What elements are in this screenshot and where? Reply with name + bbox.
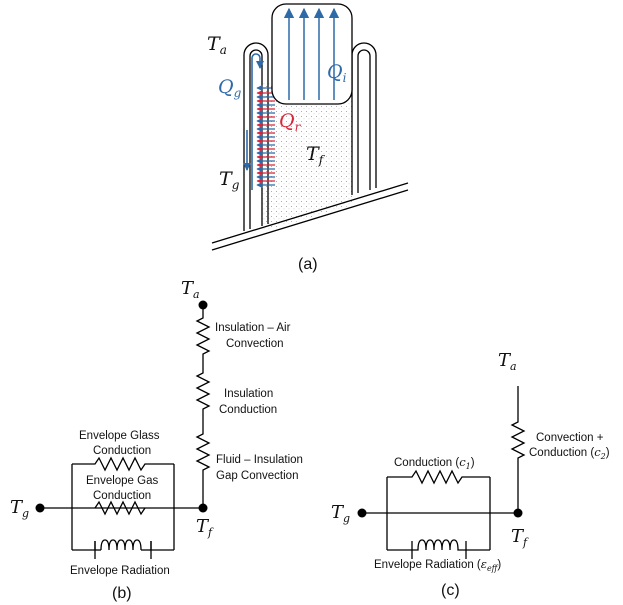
ground-line [211,182,409,244]
vertical-wire-b [195,305,211,508]
figure-b: Ta Tg Tf Insulation – Air Convection Ins… [10,278,303,602]
label-radiation-c: Envelope Radiation (εeff) [374,557,501,573]
radiation-arrows [256,90,275,184]
label-tg-c: Tg [331,502,350,525]
label-gas-1: Envelope Gas [86,475,158,487]
label-tf-b: Tf [196,516,214,539]
label-qi: Qi [327,61,347,85]
node-tf-c [513,508,523,518]
gas-loop [251,53,264,190]
figure-a: Ta Qg Qi Qr Tf Tg (a) [207,3,409,273]
glass-resistor [72,456,174,472]
radiation-element-b [72,539,174,551]
label-insulation-cond-1: Insulation [224,388,273,400]
inner-flow-arrows [283,7,340,100]
label-insulation-cond-2: Conduction [219,404,277,416]
gas-conduction-arrows [256,85,275,188]
label-tg-b: Tg [10,497,29,520]
label-ta-a: Ta [207,33,227,57]
node-ta-b [198,300,208,310]
fluid-gap-region [262,82,352,232]
label-fluid-gap-2: Gap Convection [216,470,298,482]
conduction-resistor-c [387,469,490,485]
label-tf-c: Tf [511,526,529,549]
label-insulation-air-1: Insulation – Air [215,322,291,334]
label-ta-c: Ta [498,350,517,373]
label-tg-a: Tg [219,168,240,192]
label-convection-c-2: Conduction (c2) [529,445,610,461]
caption-b: (b) [112,585,132,602]
vertical-wire-c [510,386,526,513]
inner-tank [271,3,353,105]
node-tf-b [198,503,208,513]
label-glass-2: Conduction [93,445,151,457]
right-insulation-tube [351,42,377,195]
label-gas-2: Conduction [93,490,151,502]
caption-c: (c) [441,582,460,599]
left-insulation-tube [243,42,269,231]
label-tf-a: Tf [306,143,326,167]
figure-c: Ta Tg Tf Conduction (c1) Convection + Co… [331,350,610,599]
label-ta-b: Ta [181,278,200,301]
label-glass-1: Envelope Glass [79,430,160,442]
label-qg: Qg [218,76,242,100]
caption-a: (a) [298,256,318,273]
label-radiation-b: Envelope Radiation [70,565,170,577]
label-convection-c-1: Convection + [536,432,604,444]
label-qr: Qr [279,110,302,134]
node-tg-c [357,508,367,518]
node-tg-b [35,503,45,513]
label-conduction-c: Conduction (c1) [394,455,475,471]
gas-resistor [94,500,146,516]
label-fluid-gap-1: Fluid – Insulation [216,454,303,466]
radiation-element-c [412,539,466,551]
label-insulation-air-2: Convection [226,338,284,350]
